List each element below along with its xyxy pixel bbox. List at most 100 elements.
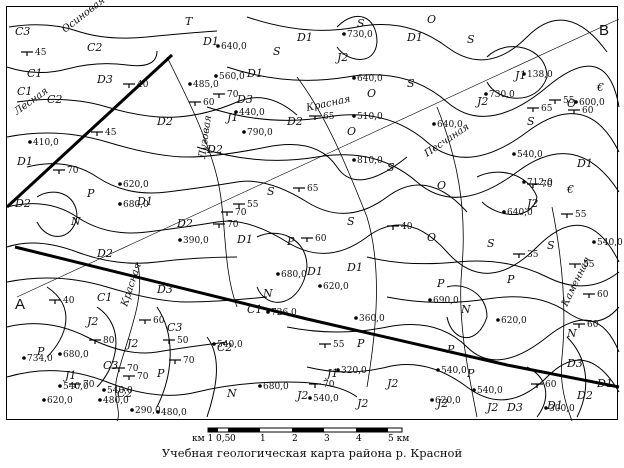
scale-label: 2 <box>292 434 298 444</box>
elevation-point <box>118 182 122 186</box>
formation-symbol: O <box>567 97 576 110</box>
formation-symbol: N <box>460 303 471 316</box>
formation-symbol: D1 <box>346 261 363 274</box>
elevation-label: 620,0 <box>47 396 73 406</box>
formation-symbol: D2 <box>576 389 593 402</box>
dip-symbol: 70 <box>113 364 139 374</box>
elevation-label: 730,0 <box>489 90 515 100</box>
dip-angle-label: 70 <box>67 166 79 176</box>
dip-angle-label: 60 <box>203 98 215 108</box>
elevation-point <box>42 398 46 402</box>
elevation-label: 680,0 <box>263 382 289 392</box>
dip-symbol: 70 <box>53 166 79 176</box>
dip-symbol: 55 <box>319 340 345 350</box>
dip-symbol: 60 <box>139 316 165 326</box>
formation-symbol: P <box>436 277 445 290</box>
formation-symbol: D2 <box>206 143 223 156</box>
dip-symbol: 70 <box>213 90 239 100</box>
elevation-label: 620,0 <box>323 282 349 292</box>
elevation-point <box>258 384 262 388</box>
elevation-point <box>436 368 440 372</box>
dip-symbol: 55 <box>549 96 575 106</box>
formation-symbol: O <box>437 179 446 192</box>
dip-symbol: 60 <box>301 234 327 244</box>
scale-label: 1 <box>260 434 266 444</box>
map-caption: Учебная геологическая карта района р. Кр… <box>161 446 463 460</box>
formation-symbol: J2 <box>475 95 488 108</box>
dip-angle-label: 60 <box>545 380 557 390</box>
scale-label: 0 <box>230 434 236 444</box>
dip-symbol: 80 <box>89 336 115 346</box>
dip-angle-label: 65 <box>541 104 553 114</box>
formation-symbol: D3 <box>566 357 583 370</box>
formation-symbol: € <box>566 183 574 196</box>
dip-symbol: 60 <box>573 320 599 330</box>
section-point-b: B <box>599 22 609 39</box>
dip-symbol: 60 <box>531 380 557 390</box>
formation-symbol: € <box>596 81 604 94</box>
elevation-label: 680,0 <box>63 350 89 360</box>
dip-angle-label: 70 <box>541 180 553 190</box>
dip-angle-label: 60 <box>597 290 609 300</box>
elevation-point <box>502 210 506 214</box>
formation-symbol: C3 <box>167 321 182 334</box>
formation-symbol: D2 <box>156 115 173 128</box>
formation-symbol: S <box>357 17 365 30</box>
elevation-point <box>22 356 26 360</box>
dip-symbol: 65 <box>309 112 335 122</box>
dip-symbol: 70 <box>169 356 195 366</box>
formation-symbol: O <box>427 231 436 244</box>
formation-symbol: D2 <box>176 217 193 230</box>
elevation-label: 640,0 <box>437 120 463 130</box>
dip-symbol: 70 <box>69 380 95 390</box>
elevation-point <box>574 100 578 104</box>
river-name: Каменная <box>559 255 593 309</box>
formation-symbol: J2 <box>85 315 98 328</box>
formation-symbol: J1 <box>225 111 238 124</box>
elevation-point <box>472 388 476 392</box>
elevation-label: 810,0 <box>357 156 383 166</box>
elevation-label: 620,0 <box>501 316 527 326</box>
dip-symbol: 50 <box>163 336 189 346</box>
formation-symbol: S <box>273 45 281 58</box>
elevation-label: 480,0 <box>161 408 187 418</box>
dip-symbol: 40 <box>387 222 413 232</box>
elevation-label: 734,0 <box>27 354 53 364</box>
formation-symbol: O <box>427 13 436 26</box>
dip-angle-label: 70 <box>227 90 239 100</box>
elevation-label: 138,0 <box>527 70 553 80</box>
elevation-point <box>214 74 218 78</box>
dip-symbol: 60 <box>583 290 609 300</box>
formation-symbol: C1 <box>17 85 32 98</box>
formation-symbol: D1 <box>406 31 423 44</box>
elevation-point <box>318 284 322 288</box>
river-name: Осиновая <box>60 0 107 35</box>
elevation-label: 540,0 <box>63 382 89 392</box>
elevation-label: 390,0 <box>183 236 209 246</box>
elevation-label: 290,0 <box>135 406 161 416</box>
geologic-contacts <box>6 15 620 418</box>
elevation-point <box>102 388 106 392</box>
dip-symbol: 70 <box>213 220 239 230</box>
elevation-point <box>430 398 434 402</box>
formation-symbol: S <box>547 239 555 252</box>
scale-bar-graphic <box>207 427 403 433</box>
formation-symbol: D1 <box>136 195 153 208</box>
dip-angle-label: 50 <box>177 336 189 346</box>
elevation-point <box>428 298 432 302</box>
formation-symbol: J2 <box>335 51 348 64</box>
formation-symbol: D3 <box>156 283 173 296</box>
elevation-label: 600,0 <box>579 98 605 108</box>
elevation-label: 360,0 <box>359 314 385 324</box>
elevation-label: 726,0 <box>271 308 297 318</box>
formation-symbol: J1 <box>513 69 526 82</box>
elevation-point <box>178 238 182 242</box>
dip-angle-label: 55 <box>247 200 259 210</box>
formation-symbol: O <box>367 87 376 100</box>
dip-symbol: 70 <box>527 180 553 190</box>
elevation-point <box>342 32 346 36</box>
formation-symbol: D2 <box>96 247 113 260</box>
elevation-label: 712,0 <box>527 178 553 188</box>
elevation-point <box>242 130 246 134</box>
